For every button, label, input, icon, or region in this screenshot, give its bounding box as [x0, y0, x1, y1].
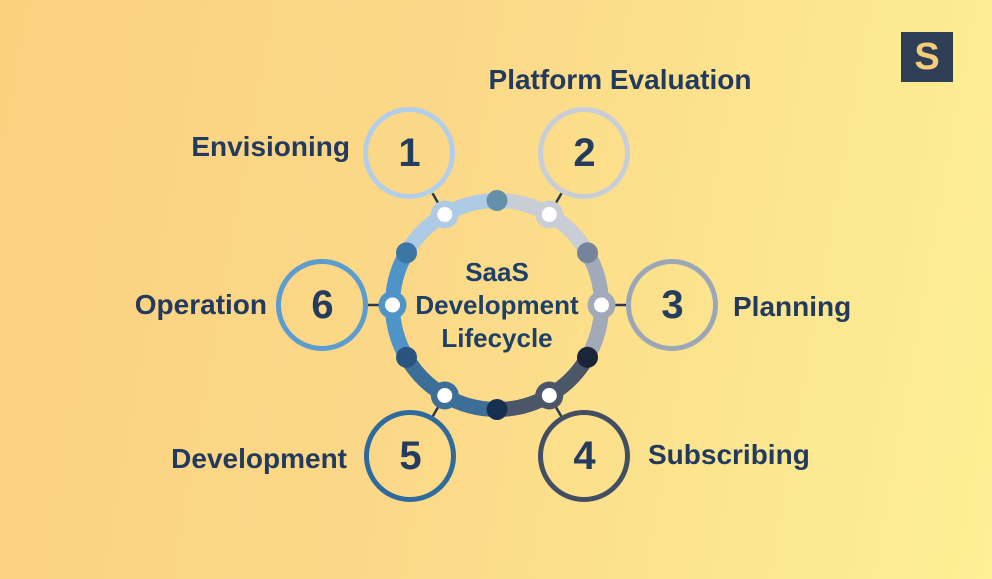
brand-logo-letter: S [914, 35, 940, 78]
step-circle-3: 3 [626, 259, 718, 351]
diagram-title: SaaS Development Lifecycle [397, 256, 597, 355]
step-number-2: 2 [573, 130, 595, 175]
step-circle-5: 5 [364, 410, 456, 502]
step-number-4: 4 [573, 433, 595, 478]
white-node-dot-6 [385, 297, 400, 313]
step-label-subscribing: Subscribing [648, 439, 810, 470]
segment-boundary-dot-top [486, 190, 508, 211]
step-label-envisioning: Envisioning [191, 131, 350, 162]
brand-logo: S [901, 32, 953, 82]
step-label-platform-evaluation: Platform Evaluation [488, 64, 752, 95]
segment-boundary-dot-lower-left [396, 346, 417, 368]
segment-boundary-dot-upper-right [577, 242, 598, 264]
diagram-title-line-2: Development [415, 290, 579, 320]
step-label-planning: Planning [733, 291, 852, 322]
step-label-operation: Operation [134, 289, 267, 320]
step-label-development: Development [171, 443, 347, 474]
step-circle-6: 6 [276, 259, 368, 351]
step-number-6: 6 [311, 282, 333, 327]
white-node-dot-1 [437, 207, 453, 222]
diagram-title-line-1: SaaS [465, 257, 529, 287]
step-number-5: 5 [399, 433, 421, 478]
step-circle-1: 1 [363, 107, 455, 199]
white-node-dot-5 [437, 388, 453, 403]
step-circle-4: 4 [538, 410, 630, 502]
white-node-dot-2 [541, 207, 557, 222]
step-circle-2: 2 [538, 107, 630, 199]
segment-boundary-dot-bottom [486, 399, 508, 420]
segment-boundary-dot-lower-right [577, 346, 598, 368]
step-number-1: 1 [398, 130, 420, 175]
white-node-dot-3 [594, 297, 609, 313]
diagram-title-line-3: Lifecycle [441, 323, 553, 353]
step-number-3: 3 [661, 282, 683, 327]
segment-boundary-dot-upper-left [396, 242, 417, 264]
white-node-dot-4 [541, 388, 557, 403]
